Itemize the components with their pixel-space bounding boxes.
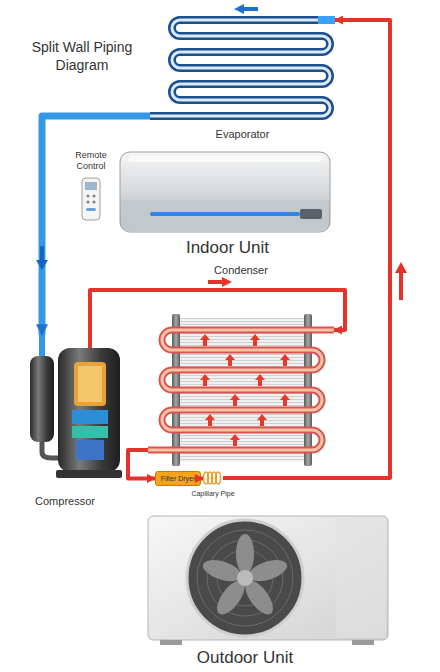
remote-button (92, 200, 95, 203)
heat-arrow (200, 374, 210, 386)
indoor-unit-light (150, 212, 300, 216)
diagram-title: Split Wall Piping Diagram (30, 38, 134, 74)
heat-arrow (225, 354, 235, 366)
condenser-tube-shine (148, 330, 334, 450)
flow-arrow (36, 246, 48, 270)
compressor-motor (74, 362, 106, 406)
refrigerant-pipe (90, 290, 345, 335)
indoor-unit-body (120, 152, 330, 232)
compressor-part (76, 440, 104, 460)
capillary-pipe: Capillary Pipe (203, 470, 223, 486)
heat-arrow (255, 374, 265, 386)
part-label: Condenser (148, 264, 334, 277)
evaporator-tube-shine (150, 20, 335, 116)
flow-arrow (208, 277, 232, 287)
outdoor-unit: Outdoor Unit (145, 512, 395, 672)
heat-arrow (230, 394, 240, 406)
heat-arrow (257, 414, 267, 426)
fan-ring (197, 530, 293, 626)
compressor-base (56, 470, 122, 478)
outdoor-unit-side (336, 518, 386, 638)
remote-body (82, 178, 100, 220)
accumulator (30, 356, 54, 442)
refrigerant-pipe (201, 477, 203, 481)
outdoor-unit-foot (160, 640, 182, 645)
part-label: Evaporator (150, 128, 335, 141)
fan-grille (187, 520, 303, 636)
compressor-winding (78, 366, 102, 402)
evaporator-inlet (318, 16, 335, 24)
fan-blade (236, 534, 254, 574)
part-label: Remote Control (66, 150, 116, 172)
indoor-unit-panel (121, 200, 329, 232)
fan-blade (200, 556, 244, 585)
evaporator-tube (150, 20, 335, 116)
part-label: Filter Dryer (156, 472, 200, 485)
compressor: Compressor (5, 335, 125, 513)
compressor-shell (58, 348, 120, 472)
filter-dryer: Filter Dryer (155, 471, 201, 486)
remote-screen (85, 182, 97, 190)
indoor-unit: Indoor Unit (115, 150, 340, 258)
heat-arrow (280, 394, 290, 406)
remote-button (86, 208, 96, 211)
part-label: Compressor (5, 495, 125, 508)
heat-arrow (205, 414, 215, 426)
fan-hub (237, 570, 253, 586)
condenser-tube (148, 330, 334, 450)
heat-arrow (230, 434, 240, 446)
heat-arrow (250, 334, 260, 346)
heat-arrow (200, 334, 210, 346)
indoor-unit-display (300, 209, 322, 219)
remote-control: Remote Control (66, 150, 116, 222)
flow-arrow (395, 262, 407, 300)
evaporator: Evaporator (150, 2, 335, 148)
compressor-part (72, 410, 108, 424)
indoor-unit-highlight (128, 156, 322, 162)
part-label: Indoor Unit (115, 238, 340, 258)
suction-stub (39, 335, 45, 358)
refrigerant-pipe (128, 450, 155, 479)
remote-button (86, 194, 89, 197)
capillary-loop (216, 472, 221, 484)
flow-arrow (234, 4, 258, 14)
outdoor-unit-body (148, 516, 388, 640)
remote-button (92, 194, 95, 197)
compressor-part (72, 426, 108, 438)
part-label: Outdoor Unit (145, 648, 345, 668)
outdoor-unit-foot (352, 640, 374, 645)
condenser: Condenser (148, 262, 334, 460)
heat-arrow (280, 354, 290, 366)
remote-button (86, 200, 89, 203)
suction-pipe (42, 116, 150, 335)
accumulator-tube (42, 442, 60, 458)
part-label: Capillary Pipe (183, 490, 243, 498)
